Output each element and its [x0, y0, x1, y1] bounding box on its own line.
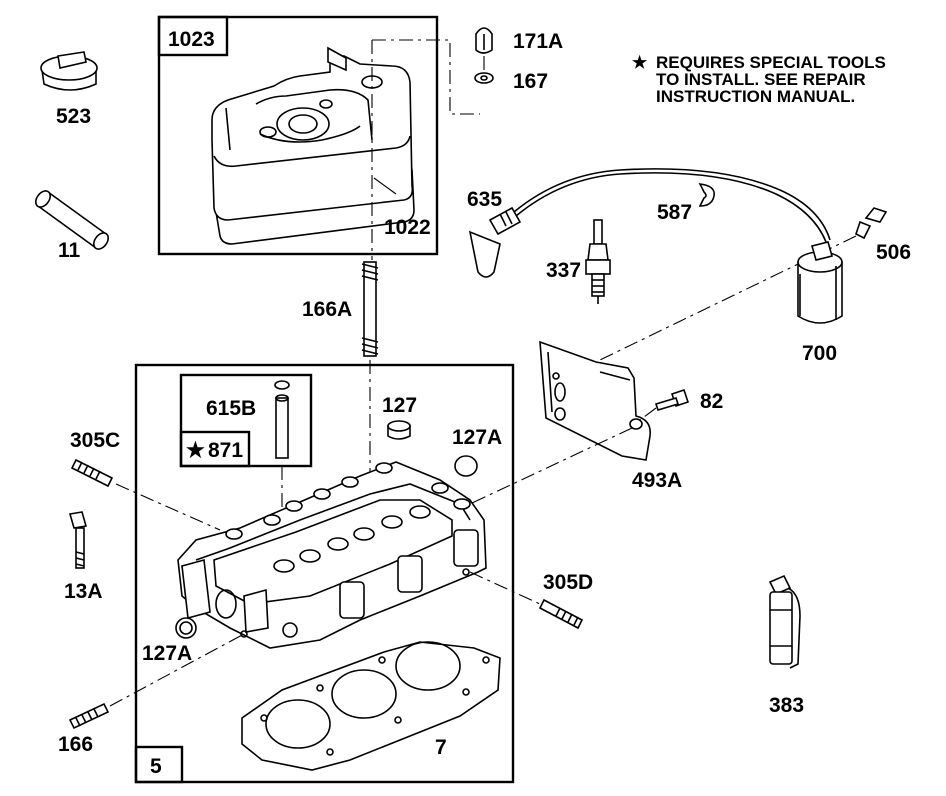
label-305D: 305D: [543, 571, 593, 594]
label-506: 506: [876, 241, 911, 264]
box-871-tab: [179, 430, 251, 468]
box-5-tab: [134, 745, 184, 784]
spark-plug: [585, 219, 611, 304]
cylinder-head-box: 5 ★ 871 615B 127 127A: [134, 363, 515, 784]
label-871-star: ★: [186, 439, 205, 462]
expansion-plug-right: [454, 455, 478, 477]
leader-1022: [373, 177, 397, 195]
stud-305D: [538, 598, 584, 630]
oil-fill-cap: [40, 51, 98, 91]
label-82: 82: [700, 390, 723, 413]
label-167: 167: [513, 70, 548, 93]
note-line-3: INSTRUCTION MANUAL.: [656, 87, 855, 106]
coil-screw: [855, 207, 888, 240]
rocker-cover-rim: [213, 135, 411, 168]
label-383: 383: [769, 694, 804, 717]
oil-fill-hole: [288, 114, 318, 134]
label-5: 5: [150, 755, 162, 778]
label-615B: 615B: [206, 397, 256, 420]
cover-hole-mid: [319, 99, 333, 109]
box-1023-tab: [157, 15, 229, 57]
spark-plug-boot: [468, 206, 522, 278]
stud-166: [68, 702, 110, 730]
label-127A-top: 127A: [452, 426, 502, 449]
cylinder-head: [177, 461, 487, 649]
stud-305C: [70, 458, 114, 488]
label-127A-bottom: 127A: [142, 642, 192, 665]
label-166A: 166A: [302, 298, 352, 321]
label-700: 700: [802, 342, 837, 365]
leader-cover-nut: [372, 39, 480, 115]
label-166: 166: [58, 733, 93, 756]
box-1023-frame: [157, 15, 439, 256]
wire-clip: [698, 183, 716, 207]
label-1022: 1022: [384, 216, 431, 239]
label-337: 337: [546, 259, 581, 282]
leader-bracket-head: [469, 427, 633, 505]
label-171A: 171A: [513, 30, 563, 53]
label-1023: 1023: [168, 28, 215, 51]
special-tools-note: ★ REQUIRES SPECIAL TOOLS TO INSTALL. SEE…: [632, 53, 886, 106]
leader-305D: [469, 571, 541, 605]
note-line-1: REQUIRES SPECIAL TOOLS: [656, 53, 886, 72]
label-11: 11: [58, 239, 81, 262]
label-871: 871: [208, 439, 243, 462]
label-635: 635: [467, 188, 502, 211]
note-line-2: TO INSTALL. SEE REPAIR: [656, 70, 866, 89]
ignition-wire: [513, 168, 831, 241]
leader-bolt-bracket: [639, 407, 657, 421]
bracket-bolt: [654, 388, 690, 411]
coil-bracket: [539, 340, 652, 461]
label-305C: 305C: [70, 429, 120, 452]
cap-nut: [475, 27, 493, 54]
oil-fill-boss: [276, 107, 330, 141]
rocker-cover-box: 1023 1022: [157, 15, 439, 256]
long-stud: [361, 261, 379, 357]
label-523: 523: [56, 105, 91, 128]
tube: [35, 190, 109, 250]
head-gasket: [241, 641, 501, 771]
label-127: 127: [382, 394, 417, 417]
cover-hole-left: [259, 126, 277, 138]
expansion-plug: [387, 420, 411, 440]
bolt-13A: [68, 511, 88, 569]
expansion-plug-left: [175, 617, 197, 639]
rocker-cover-ridge: [225, 88, 373, 151]
washer: [474, 72, 494, 84]
part-383: [768, 574, 801, 669]
label-13A: 13A: [64, 580, 103, 603]
box-5-frame: [134, 363, 515, 784]
note-star: ★: [632, 53, 648, 72]
ignition-coil: [797, 241, 843, 324]
label-587: 587: [657, 201, 692, 224]
leader-305C: [115, 483, 221, 531]
valve-guide: [274, 380, 290, 459]
breather-nipple: [327, 46, 347, 72]
label-493A: 493A: [632, 469, 682, 492]
label-7: 7: [435, 736, 447, 759]
